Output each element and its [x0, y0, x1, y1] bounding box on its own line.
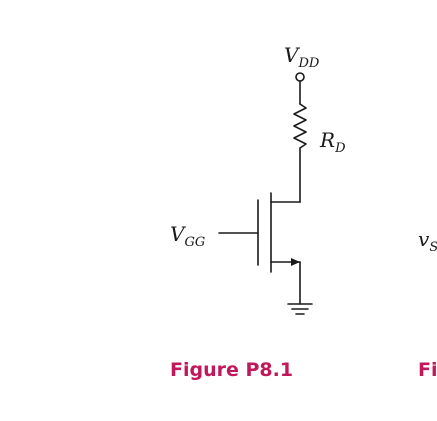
vs-label-partial: vS [418, 227, 437, 255]
drain-resistor [293, 103, 307, 149]
vgg-label: VGG [170, 222, 205, 250]
rd-label-subscript: D [334, 141, 346, 156]
vdd-label-main: V [284, 43, 301, 67]
figure-caption: Figure P8.1 [170, 359, 293, 381]
vdd-label-subscript: DD [297, 56, 319, 71]
vs-label-main: v [418, 227, 430, 251]
vdd-terminal [295, 72, 305, 82]
ground-icon [287, 303, 313, 315]
source-arrow-icon [291, 258, 300, 266]
vdd-label: VDD [284, 43, 320, 71]
vgg-label-subscript: GG [184, 235, 205, 250]
figure-caption-partial: Fi [418, 359, 437, 381]
vgg-label-main: V [170, 222, 187, 246]
rd-label-main: R [319, 128, 335, 152]
vs-label-subscript: S [429, 240, 437, 255]
rd-label: RD [319, 128, 346, 156]
